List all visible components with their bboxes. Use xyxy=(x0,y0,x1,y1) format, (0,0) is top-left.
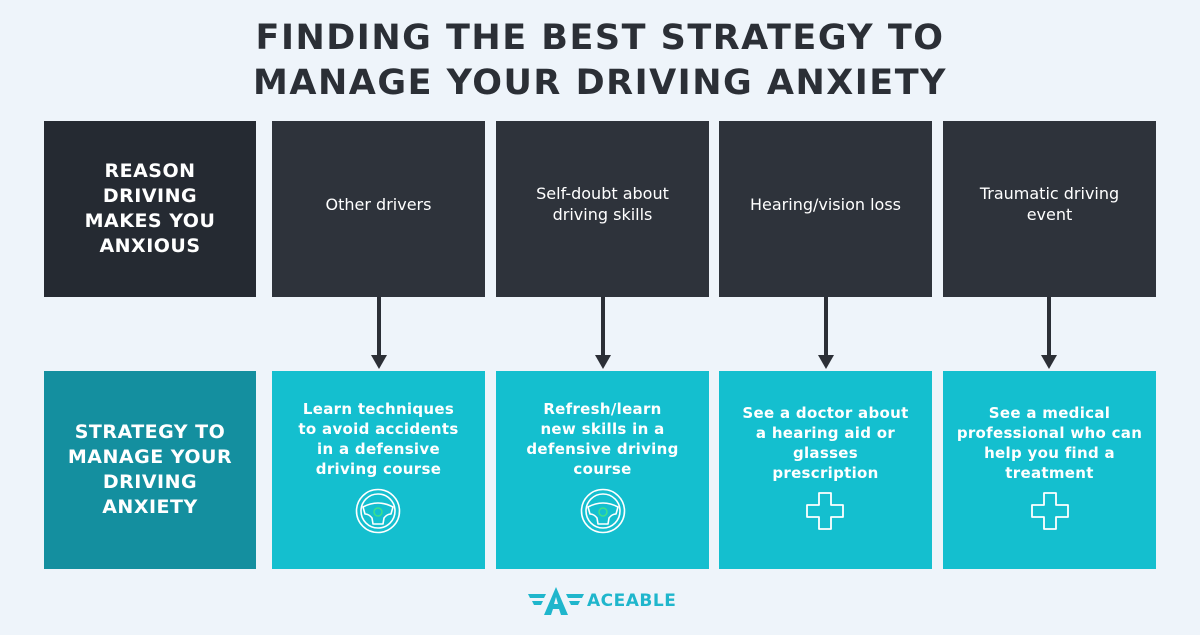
header-line: MAKES YOU xyxy=(84,210,216,232)
strategy-line: prescription xyxy=(772,464,879,482)
title-line-2: MANAGE YOUR DRIVING ANXIETY xyxy=(253,63,947,103)
strategy-line: new skills in a xyxy=(540,420,665,438)
reason-row-header: REASON DRIVING MAKES YOU ANXIOUS xyxy=(44,121,256,297)
header-line: ANXIOUS xyxy=(99,235,201,257)
strategy-line: a hearing aid or xyxy=(755,424,896,442)
page-title: FINDING THE BEST STRATEGY TO MANAGE YOUR… xyxy=(0,16,1200,106)
medical-cross-icon xyxy=(1030,492,1069,530)
reason-box-self-doubt: Self-doubt about driving skills xyxy=(496,121,709,297)
arrow-down-icon xyxy=(595,297,611,369)
strategy-line: help you find a xyxy=(984,444,1115,462)
reason-line: Other drivers xyxy=(325,194,432,214)
strategy-row-header: STRATEGY TO MANAGE YOUR DRIVING ANXIETY xyxy=(44,371,256,569)
header-line: ANXIETY xyxy=(102,496,198,518)
aceable-wings-icon xyxy=(528,587,584,615)
reason-box-other-drivers: Other drivers xyxy=(272,121,485,297)
strategy-line: professional who can xyxy=(956,424,1143,442)
strategy-box-see-doctor: See a doctor about a hearing aid or glas… xyxy=(719,371,932,569)
strategy-line: defensive driving xyxy=(526,440,679,458)
strategy-box-medical-professional: See a medical professional who can help … xyxy=(943,371,1156,569)
strategy-box-defensive-course: Learn techniques to avoid accidents in a… xyxy=(272,371,485,569)
strategy-line: glasses xyxy=(792,444,859,462)
medical-cross-icon xyxy=(806,492,845,530)
strategy-line: Refresh/learn xyxy=(543,400,662,418)
strategy-line: in a defensive xyxy=(317,440,440,458)
steering-wheel-icon xyxy=(356,488,401,534)
strategy-line: driving course xyxy=(315,460,442,478)
reason-line: Traumatic driving xyxy=(979,184,1120,203)
steering-wheel-icon xyxy=(580,488,625,534)
title-line-1: FINDING THE BEST STRATEGY TO xyxy=(255,18,945,58)
reason-box-hearing-vision-loss: Hearing/vision loss xyxy=(719,121,932,297)
header-line: STRATEGY TO xyxy=(74,421,226,443)
strategy-line: See a doctor about xyxy=(742,404,909,422)
arrow-down-icon xyxy=(1041,297,1057,369)
strategy-line: treatment xyxy=(1005,464,1094,482)
header-line: MANAGE YOUR xyxy=(67,446,233,468)
strategy-box-refresh-skills: Refresh/learn new skills in a defensive … xyxy=(496,371,709,569)
logo-text: ACEABLE xyxy=(587,591,677,611)
aceable-logo: ACEABLE xyxy=(528,586,676,616)
header-line: DRIVING xyxy=(102,185,198,207)
header-line: DRIVING xyxy=(102,471,198,493)
header-line: REASON xyxy=(104,160,196,182)
reason-line: driving skills xyxy=(552,205,653,224)
reason-line: Hearing/vision loss xyxy=(749,194,901,214)
arrow-down-icon xyxy=(818,297,834,369)
reason-line: Self-doubt about xyxy=(536,184,669,203)
strategy-line: See a medical xyxy=(988,404,1111,422)
strategy-line: to avoid accidents xyxy=(298,420,459,438)
arrow-down-icon xyxy=(371,297,387,369)
strategy-line: course xyxy=(573,460,632,478)
strategy-line: Learn techniques xyxy=(302,400,455,418)
reason-line: event xyxy=(1026,205,1073,224)
reason-box-traumatic-event: Traumatic driving event xyxy=(943,121,1156,297)
